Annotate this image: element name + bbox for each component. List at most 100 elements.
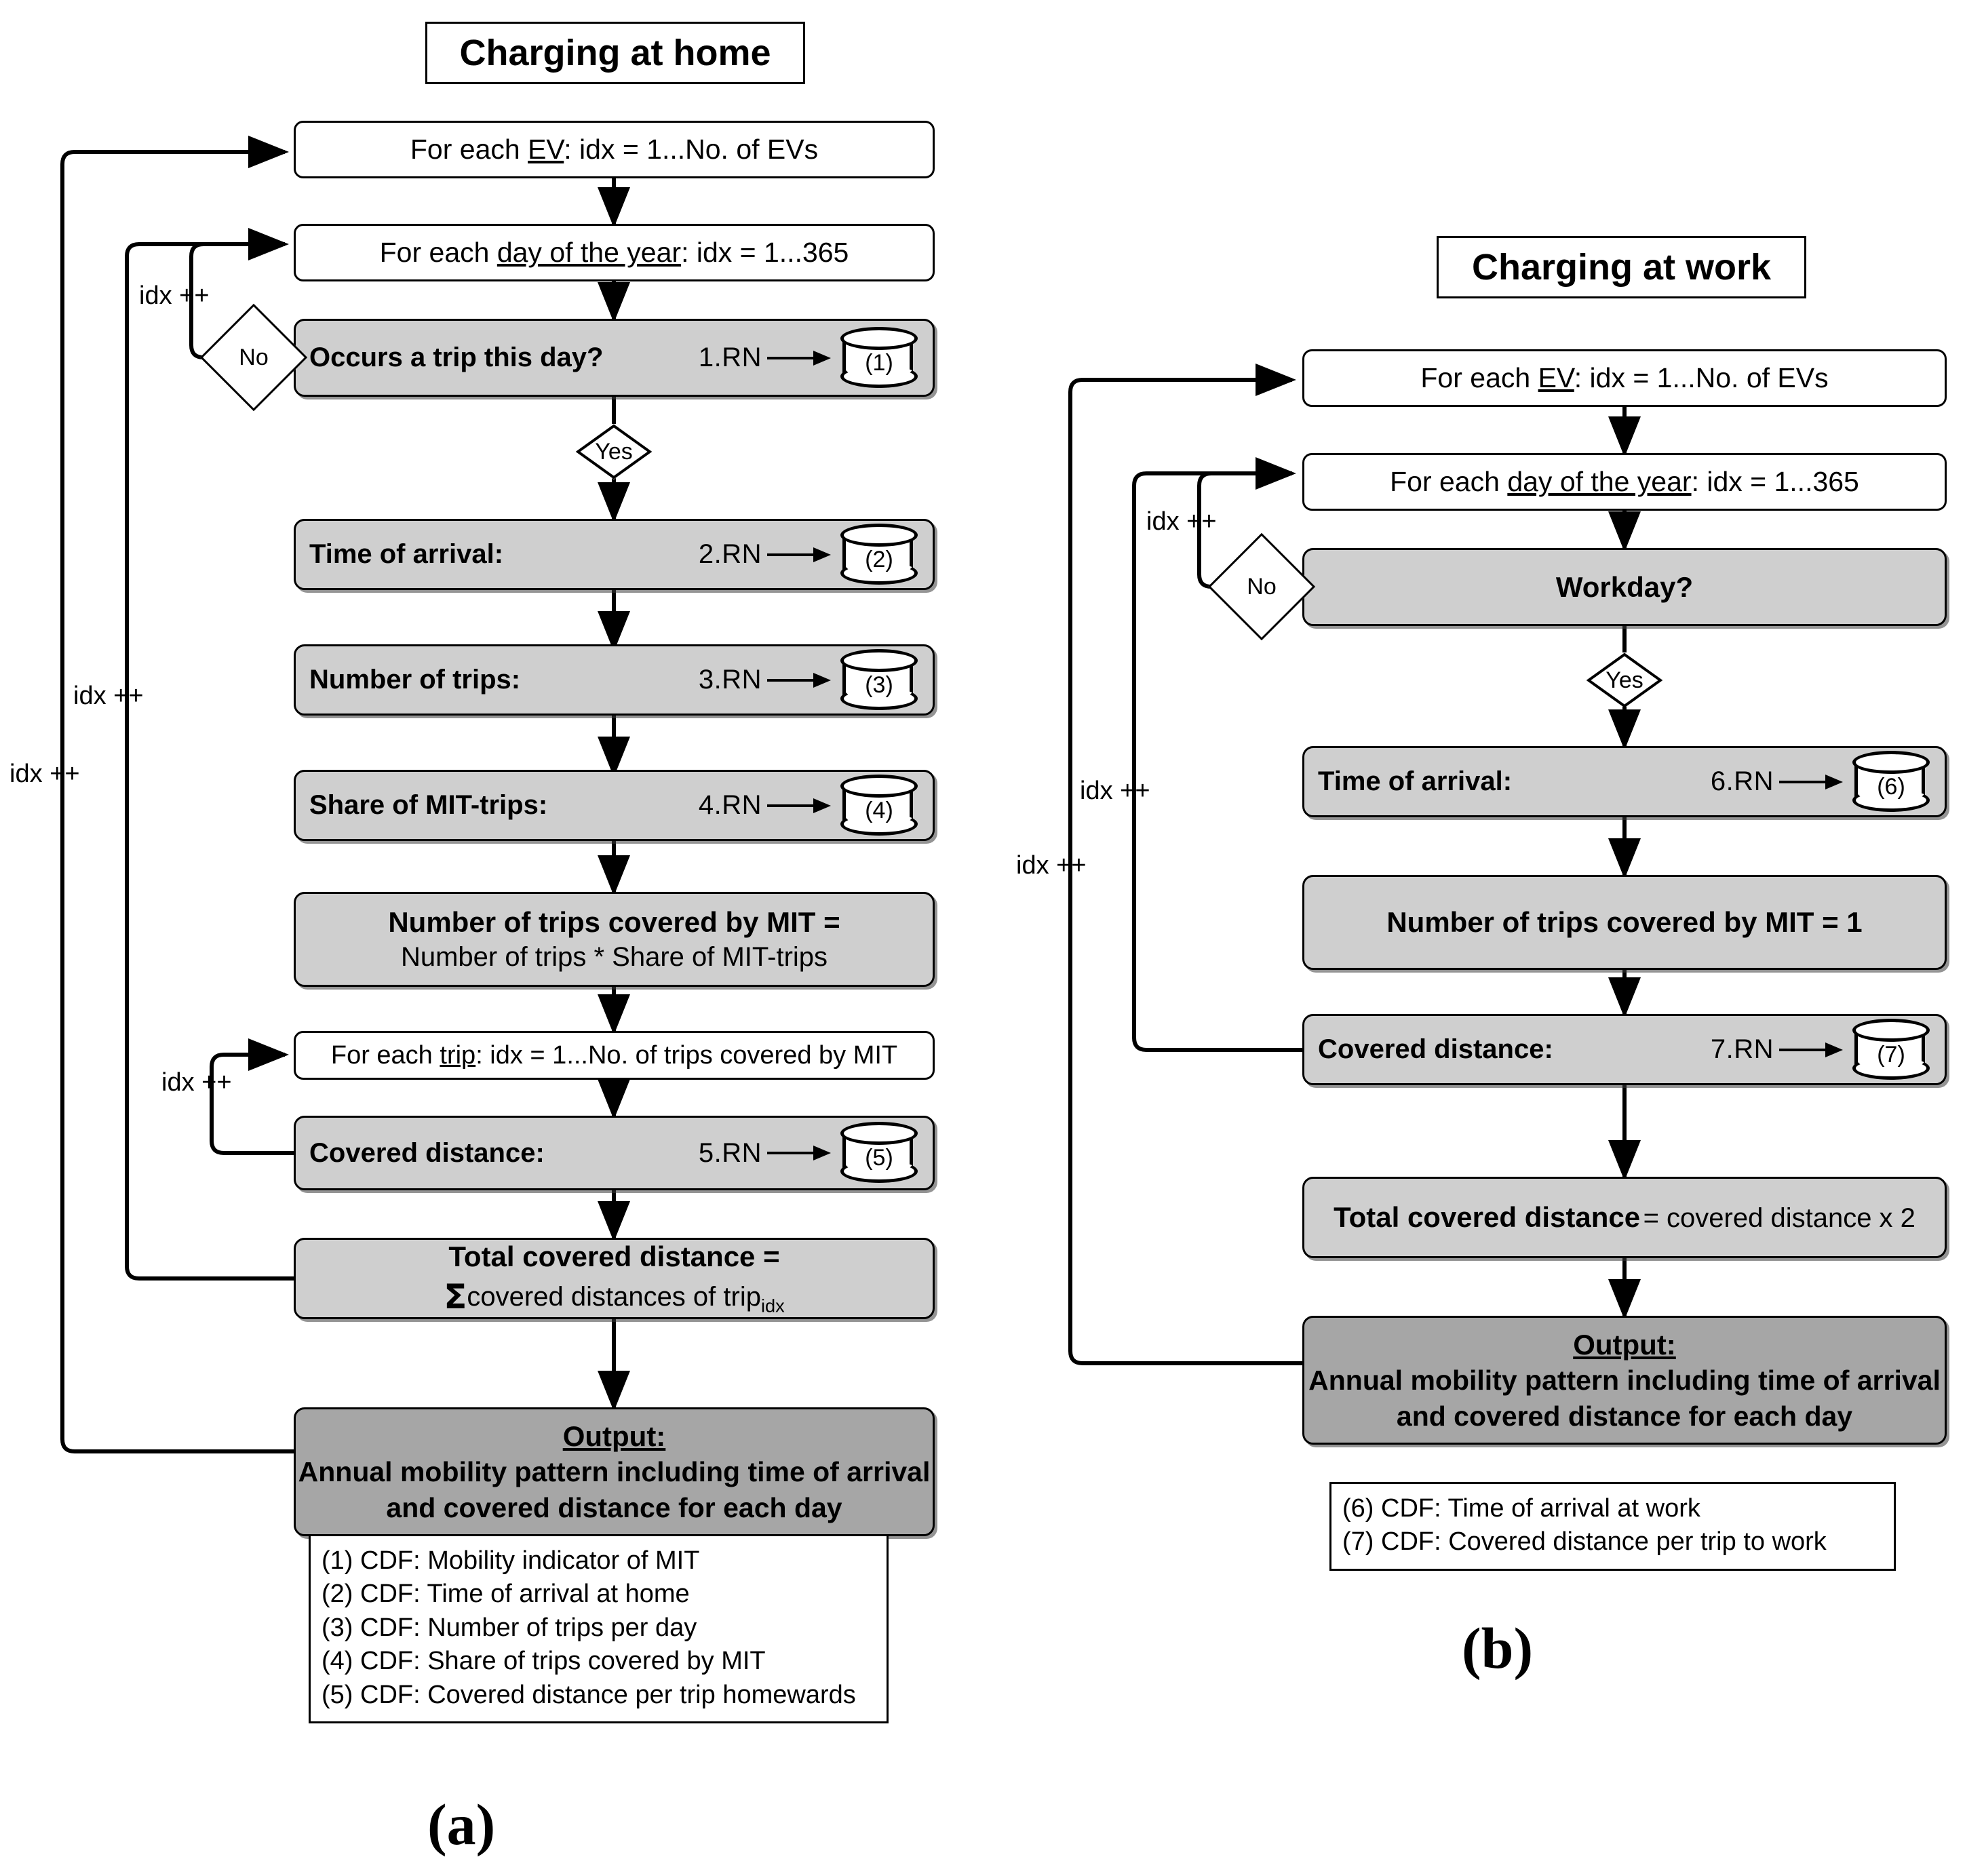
node-trips-covered-b[interactable]: Number of trips covered by MIT = 1 <box>1302 875 1947 970</box>
cylinder-number: (5) <box>865 1145 893 1171</box>
database-icon: (4) <box>840 774 919 837</box>
rn-label: 5.RN <box>698 1137 762 1168</box>
rn-label: 3.RN <box>698 665 762 695</box>
loop-label-idx-a-1: idx ++ <box>139 281 210 310</box>
legend-item: (7) CDF: Covered distance per trip to wo… <box>1342 1527 1827 1557</box>
node-label: For each EV: idx = 1...No. of EVs <box>410 134 819 165</box>
rn-group: 2.RN (2) <box>698 523 919 586</box>
node-label: Share of MIT-trips: <box>309 790 548 820</box>
decision-label: Yes <box>595 438 633 465</box>
legend-item: (1) CDF: Mobility indicator of MIT <box>322 1546 700 1575</box>
node-label: Output: Annual mobility pattern includin… <box>298 1420 931 1523</box>
loop-label-idx-b-3: idx ++ <box>1016 851 1087 880</box>
legend-item: (3) CDF: Number of trips per day <box>322 1613 697 1642</box>
sigma-icon: Σ <box>444 1276 467 1316</box>
arrow-icon <box>767 547 835 562</box>
decision-label: No <box>239 344 269 370</box>
decision-label: No <box>1247 573 1277 600</box>
node-time-of-arrival-b[interactable]: Time of arrival: 6.RN (6) <box>1302 746 1947 817</box>
node-label: Time of arrival: <box>1318 766 1513 796</box>
legend-box-a: (1) CDF: Mobility indicator of MIT (2) C… <box>309 1534 889 1723</box>
node-time-of-arrival-a[interactable]: Time of arrival: 2.RN (2) <box>294 519 935 590</box>
loop-label-idx-b-1: idx ++ <box>1146 507 1217 536</box>
node-share-of-mit-a[interactable]: Share of MIT-trips: 4.RN (4) <box>294 770 935 841</box>
node-output-b[interactable]: Output: Annual mobility pattern includin… <box>1302 1316 1947 1445</box>
loop-label-idx-a-4: idx ++ <box>161 1068 232 1097</box>
node-for-each-day-b[interactable]: For each day of the year: idx = 1...365 <box>1302 453 1947 511</box>
node-label: For each day of the year: idx = 1...365 <box>379 237 849 269</box>
loop-label-idx-b-2: idx ++ <box>1080 777 1150 805</box>
legend-item: (5) CDF: Covered distance per trip homew… <box>322 1680 856 1709</box>
panel-letter-b: (b) <box>1462 1616 1534 1681</box>
decision-label: Yes <box>1606 667 1643 693</box>
rn-group: 6.RN (6) <box>1710 750 1931 813</box>
cylinder-number: (7) <box>1877 1041 1905 1068</box>
node-workday-b[interactable]: Workday? <box>1302 548 1947 626</box>
node-occurs-trip-a[interactable]: Occurs a trip this day? 1.RN (1) <box>294 319 935 397</box>
node-total-covered-b[interactable]: Total covered distance = covered distanc… <box>1302 1177 1947 1258</box>
cylinder-number: (3) <box>865 671 893 698</box>
decision-yes-b: Yes <box>1587 652 1662 708</box>
rn-label: 2.RN <box>698 539 762 569</box>
node-label: For each trip: idx = 1...No. of trips co… <box>330 1040 898 1070</box>
decision-no-a: No <box>199 303 308 412</box>
node-covered-distance-a[interactable]: Covered distance: 5.RN (5) <box>294 1116 935 1190</box>
rn-group: 7.RN (7) <box>1710 1018 1931 1081</box>
node-label: Covered distance: <box>1318 1034 1553 1064</box>
node-covered-distance-b[interactable]: Covered distance: 7.RN (7) <box>1302 1014 1947 1085</box>
rn-label: 4.RN <box>698 790 762 820</box>
cylinder-number: (1) <box>865 349 893 376</box>
node-label: Time of arrival: <box>309 539 504 569</box>
panel-letter-a: (a) <box>427 1792 496 1857</box>
cylinder-number: (6) <box>1877 773 1905 800</box>
node-trips-covered-a[interactable]: Number of trips covered by MIT = Number … <box>294 892 935 987</box>
arrow-icon <box>1779 1042 1847 1057</box>
node-total-covered-a[interactable]: Total covered distance = Σcovered distan… <box>294 1238 935 1319</box>
panel-b-title: Charging at work <box>1437 236 1806 298</box>
arrow-icon <box>1779 774 1847 789</box>
rn-group: 4.RN (4) <box>698 774 919 837</box>
legend-item: (4) CDF: Share of trips covered by MIT <box>322 1647 766 1676</box>
node-for-each-day-a[interactable]: For each day of the year: idx = 1...365 <box>294 224 935 281</box>
node-label: Total covered distance = Σcovered distan… <box>444 1240 785 1316</box>
node-label: For each EV: idx = 1...No. of EVs <box>1420 362 1829 394</box>
node-label: Workday? <box>1555 570 1694 603</box>
node-label: Total covered distance = covered distanc… <box>1334 1200 1915 1233</box>
cylinder-number: (2) <box>865 546 893 572</box>
arrow-icon <box>767 350 835 366</box>
legend-item: (6) CDF: Time of arrival at work <box>1342 1494 1700 1523</box>
panel-a-title: Charging at home <box>425 22 805 84</box>
node-label: For each day of the year: idx = 1...365 <box>1390 466 1859 498</box>
database-icon: (2) <box>840 523 919 586</box>
loop-label-idx-a-3: idx ++ <box>9 760 80 788</box>
cylinder-number: (4) <box>865 797 893 823</box>
node-label: Output: Annual mobility pattern includin… <box>1308 1328 1941 1432</box>
rn-label: 7.RN <box>1710 1034 1774 1064</box>
node-for-each-ev-b[interactable]: For each EV: idx = 1...No. of EVs <box>1302 349 1947 407</box>
database-icon: (7) <box>1852 1018 1931 1081</box>
node-label: Number of trips covered by MIT = Number … <box>388 905 840 973</box>
rn-label: 6.RN <box>1710 766 1774 796</box>
node-label: Covered distance: <box>309 1137 545 1168</box>
database-icon: (1) <box>840 326 919 389</box>
rn-label: 1.RN <box>698 343 762 372</box>
decision-no-b: No <box>1207 532 1316 641</box>
node-label: Number of trips: <box>309 665 521 695</box>
arrow-icon <box>767 1146 835 1160</box>
node-label: Occurs a trip this day? <box>309 343 604 372</box>
rn-group: 5.RN (5) <box>699 1122 919 1184</box>
node-output-a[interactable]: Output: Annual mobility pattern includin… <box>294 1407 935 1536</box>
rn-group: 1.RN (1) <box>698 326 919 389</box>
node-number-of-trips-a[interactable]: Number of trips: 3.RN (3) <box>294 644 935 716</box>
database-icon: (6) <box>1852 750 1931 813</box>
loop-label-idx-a-2: idx ++ <box>73 682 144 710</box>
arrow-icon <box>767 798 835 813</box>
node-label: Number of trips covered by MIT = 1 <box>1386 906 1863 939</box>
node-for-each-trip-a[interactable]: For each trip: idx = 1...No. of trips co… <box>294 1031 935 1080</box>
database-icon: (3) <box>840 648 919 711</box>
legend-box-b: (6) CDF: Time of arrival at work (7) CDF… <box>1329 1482 1896 1571</box>
node-for-each-ev-a[interactable]: For each EV: idx = 1...No. of EVs <box>294 121 935 178</box>
database-icon: (5) <box>840 1122 919 1184</box>
arrow-icon <box>767 672 835 688</box>
